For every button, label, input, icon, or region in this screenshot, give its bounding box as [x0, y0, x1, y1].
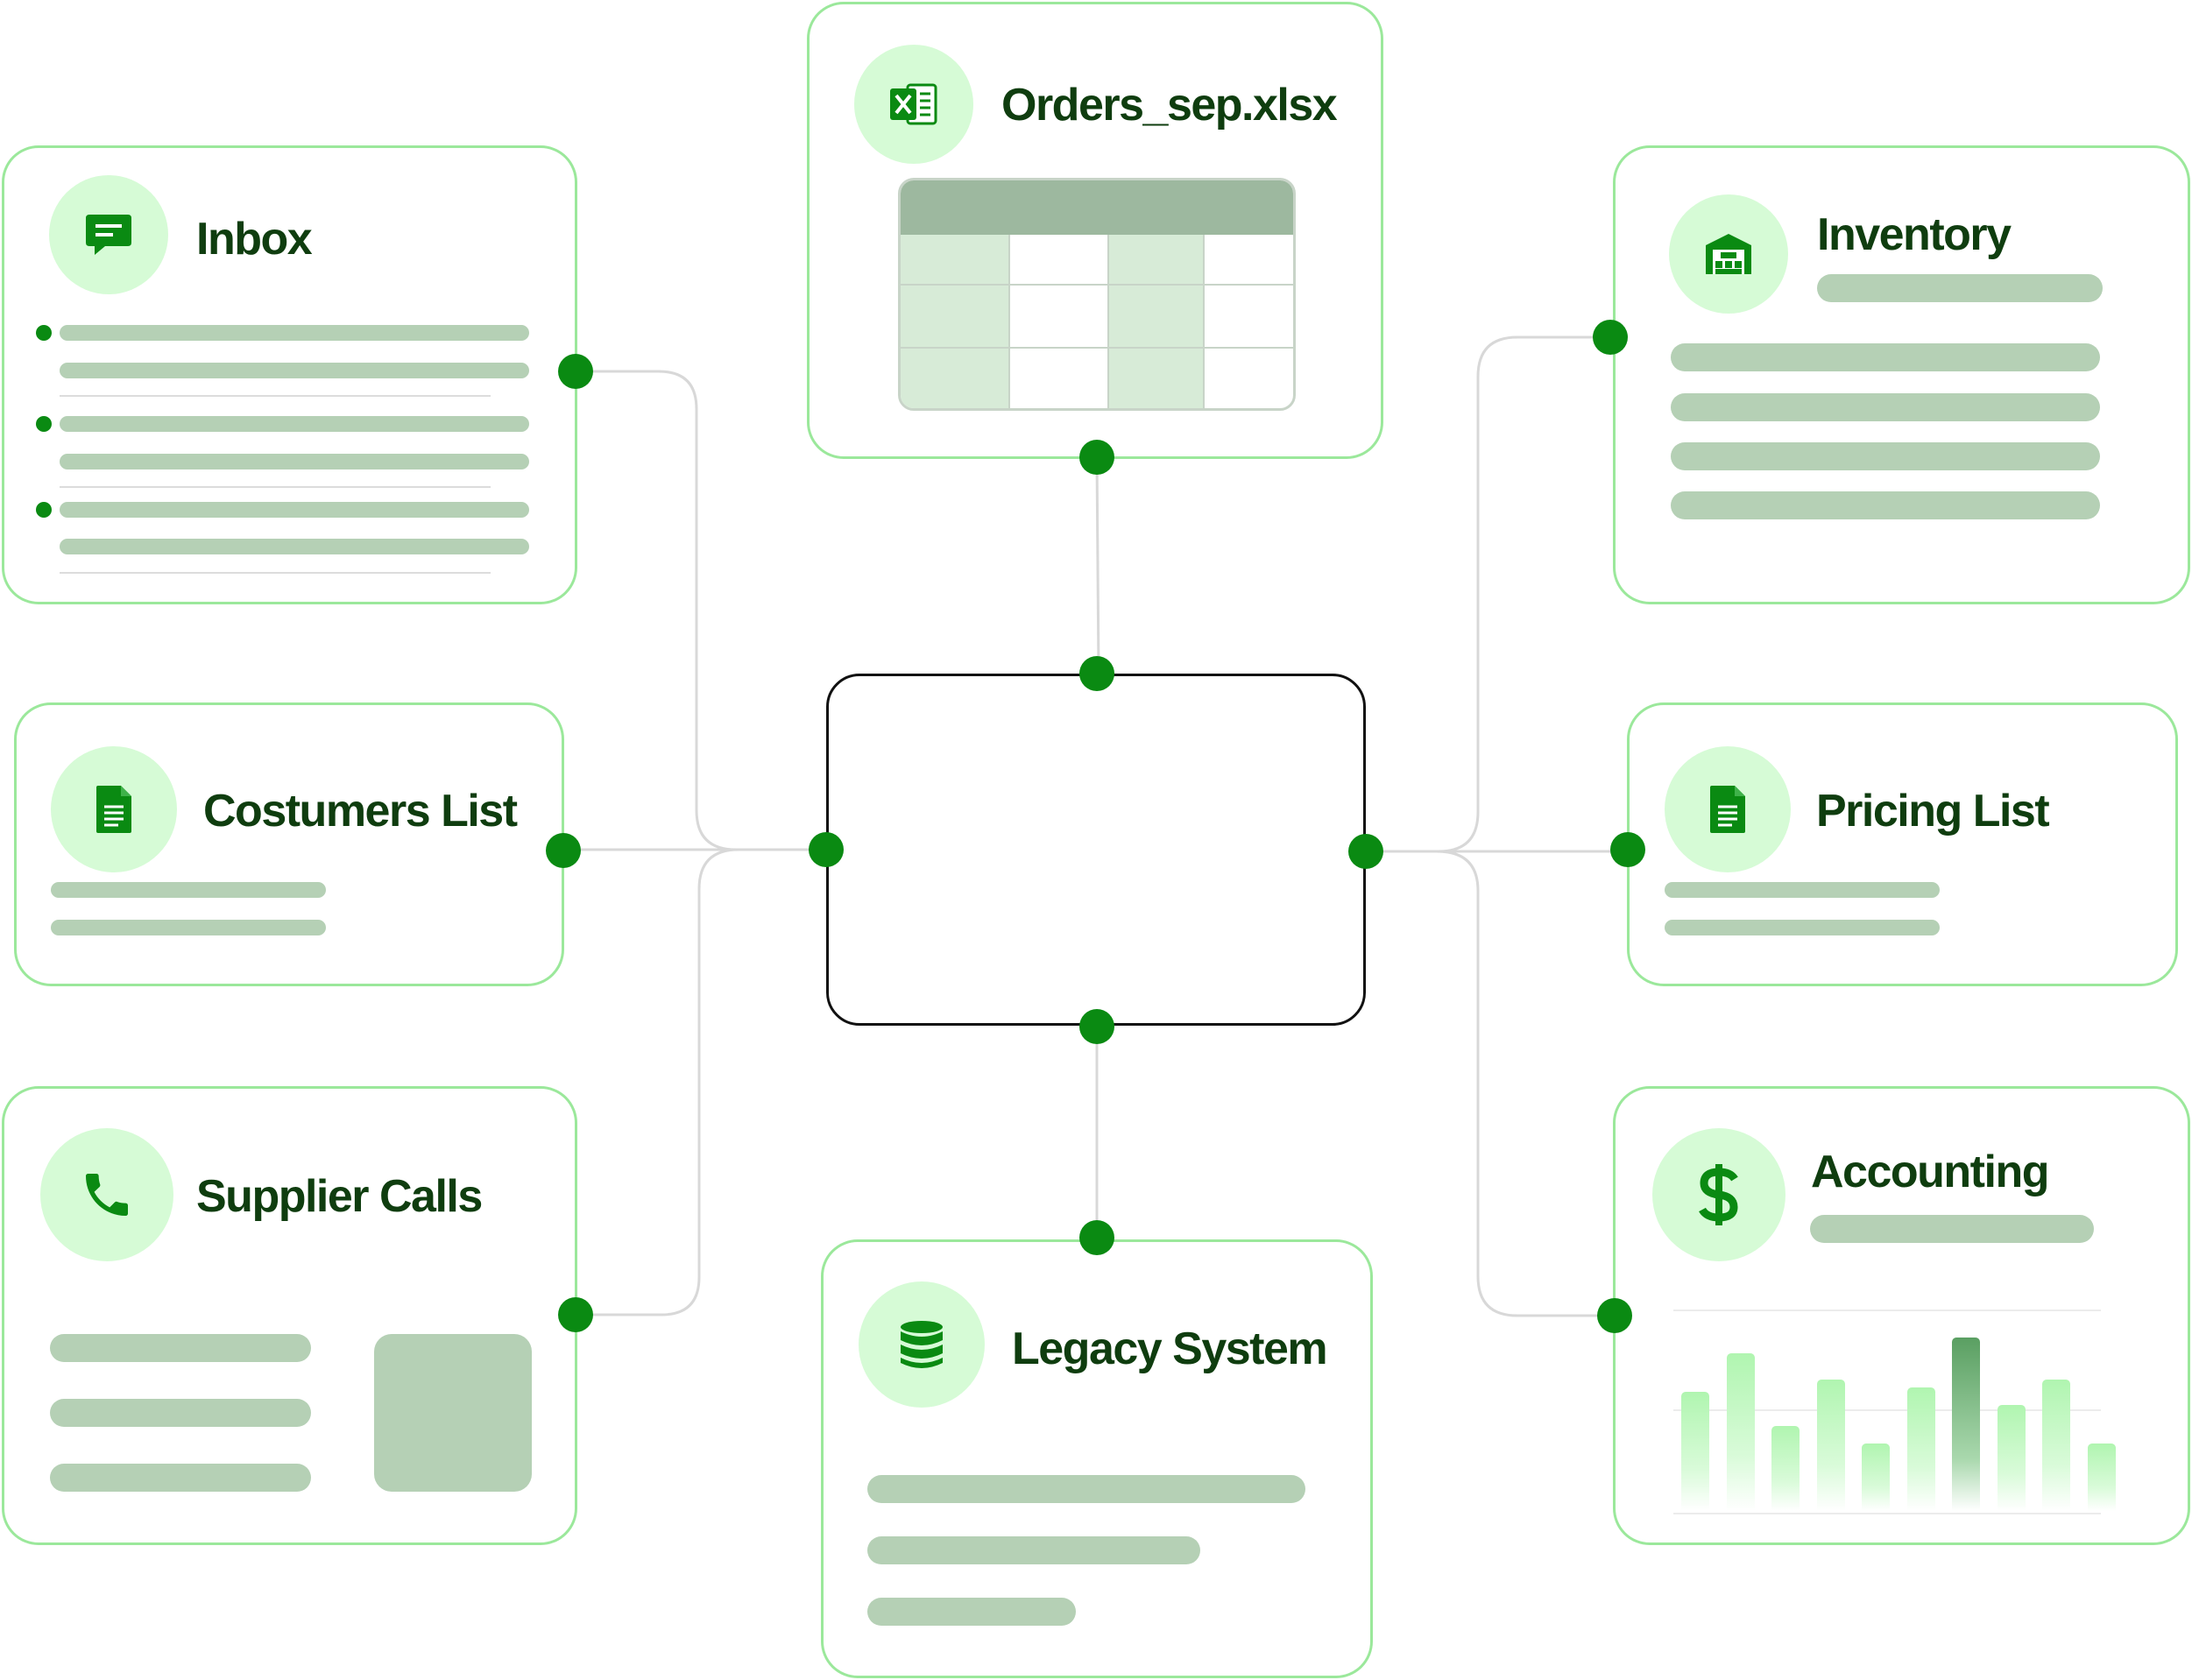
stock-line: [1671, 343, 2100, 371]
connector-dot: [1597, 1298, 1632, 1333]
inventory-title: Inventory: [1817, 209, 2012, 260]
message-line: [60, 539, 529, 554]
connector-dot: [809, 832, 844, 867]
chat-icon: [49, 175, 168, 294]
inbox-title: Inbox: [196, 214, 313, 265]
legacy-line: [867, 1475, 1305, 1503]
connector-hub-accounting: [1436, 850, 1615, 1317]
chart-gridline: [1673, 1309, 2101, 1311]
message-line: [60, 454, 529, 469]
connector-hub-inventory: [1366, 335, 1610, 853]
connector-dot: [1079, 1009, 1114, 1044]
customer-line: [51, 882, 326, 898]
price-line: [1665, 882, 1940, 898]
legacy-line: [867, 1536, 1200, 1564]
accounting-chart-bar: [1952, 1338, 1980, 1511]
document-icon: [1665, 746, 1791, 872]
subtitle-placeholder: [1817, 274, 2103, 302]
excel-icon: [854, 45, 973, 164]
connector-dot: [1593, 320, 1628, 355]
accounting-chart-bar: [1681, 1392, 1709, 1511]
connector-orders-hub: [1095, 456, 1100, 675]
connector-dot: [558, 354, 593, 389]
customers-title: Costumers List: [203, 786, 518, 836]
inventory-card[interactable]: Inventory: [1613, 145, 2190, 604]
message-line: [60, 502, 529, 518]
connector-dot: [1348, 834, 1383, 869]
accounting-card[interactable]: Accounting: [1613, 1086, 2190, 1545]
phone-icon: [40, 1128, 173, 1261]
chart-gridline: [1673, 1409, 2101, 1411]
unread-dot: [36, 325, 52, 341]
accounting-title: Accounting: [1811, 1147, 2049, 1197]
customers-card[interactable]: Costumers List: [14, 702, 564, 986]
divider: [60, 486, 491, 488]
stock-line: [1671, 393, 2100, 421]
accounting-chart-bar: [1817, 1380, 1845, 1511]
connector-dot: [546, 833, 581, 868]
accounting-chart-bar: [1998, 1405, 2026, 1511]
accounting-chart: [1681, 1318, 2116, 1511]
connector-dot: [1079, 1220, 1114, 1255]
chart-gridline: [1673, 1513, 2101, 1514]
legacy-card[interactable]: Legacy System: [821, 1239, 1373, 1678]
stock-line: [1671, 491, 2100, 519]
call-line: [50, 1464, 311, 1492]
legacy-title: Legacy System: [1012, 1324, 1328, 1374]
connector-inbox-hub: [576, 370, 827, 851]
price-line: [1665, 920, 1940, 935]
inbox-card[interactable]: Inbox: [2, 145, 577, 604]
connector-dot: [1610, 832, 1645, 867]
connector-supplier-hub: [576, 848, 739, 1316]
message-line: [60, 325, 529, 341]
message-line: [60, 363, 529, 378]
accounting-chart-bar: [1771, 1426, 1800, 1511]
orders-title: Orders_sep.xlsx: [1001, 80, 1338, 131]
document-icon: [51, 746, 177, 872]
connector-dot: [558, 1297, 593, 1332]
customer-line: [51, 920, 326, 935]
spreadsheet-preview: [898, 178, 1296, 411]
call-line: [50, 1334, 311, 1362]
call-line: [50, 1399, 311, 1427]
accounting-chart-bar: [1727, 1353, 1755, 1511]
dollar-icon: [1652, 1128, 1785, 1261]
unread-dot: [36, 502, 52, 518]
contact-photo-placeholder: [374, 1334, 532, 1492]
connector-dot: [1079, 656, 1114, 691]
orders-card[interactable]: Orders_sep.xlsx: [807, 2, 1383, 459]
connector-dot: [1079, 440, 1114, 475]
stock-line: [1671, 442, 2100, 470]
divider: [60, 572, 491, 574]
unread-dot: [36, 416, 52, 432]
central-hub[interactable]: [826, 674, 1366, 1026]
warehouse-icon: [1669, 194, 1788, 314]
pricing-title: Pricing List: [1816, 786, 2050, 836]
pricing-card[interactable]: Pricing List: [1627, 702, 2178, 986]
accounting-chart-bar: [2088, 1444, 2116, 1511]
supplier-card[interactable]: Supplier Calls: [2, 1086, 577, 1545]
supplier-title: Supplier Calls: [196, 1171, 483, 1222]
divider: [60, 395, 491, 397]
accounting-chart-bar: [1907, 1387, 1935, 1511]
legacy-line: [867, 1598, 1076, 1626]
accounting-chart-bar: [2042, 1380, 2070, 1511]
subtitle-placeholder: [1810, 1215, 2094, 1243]
message-line: [60, 416, 529, 432]
database-icon: [859, 1281, 985, 1408]
accounting-chart-bar: [1862, 1444, 1890, 1511]
